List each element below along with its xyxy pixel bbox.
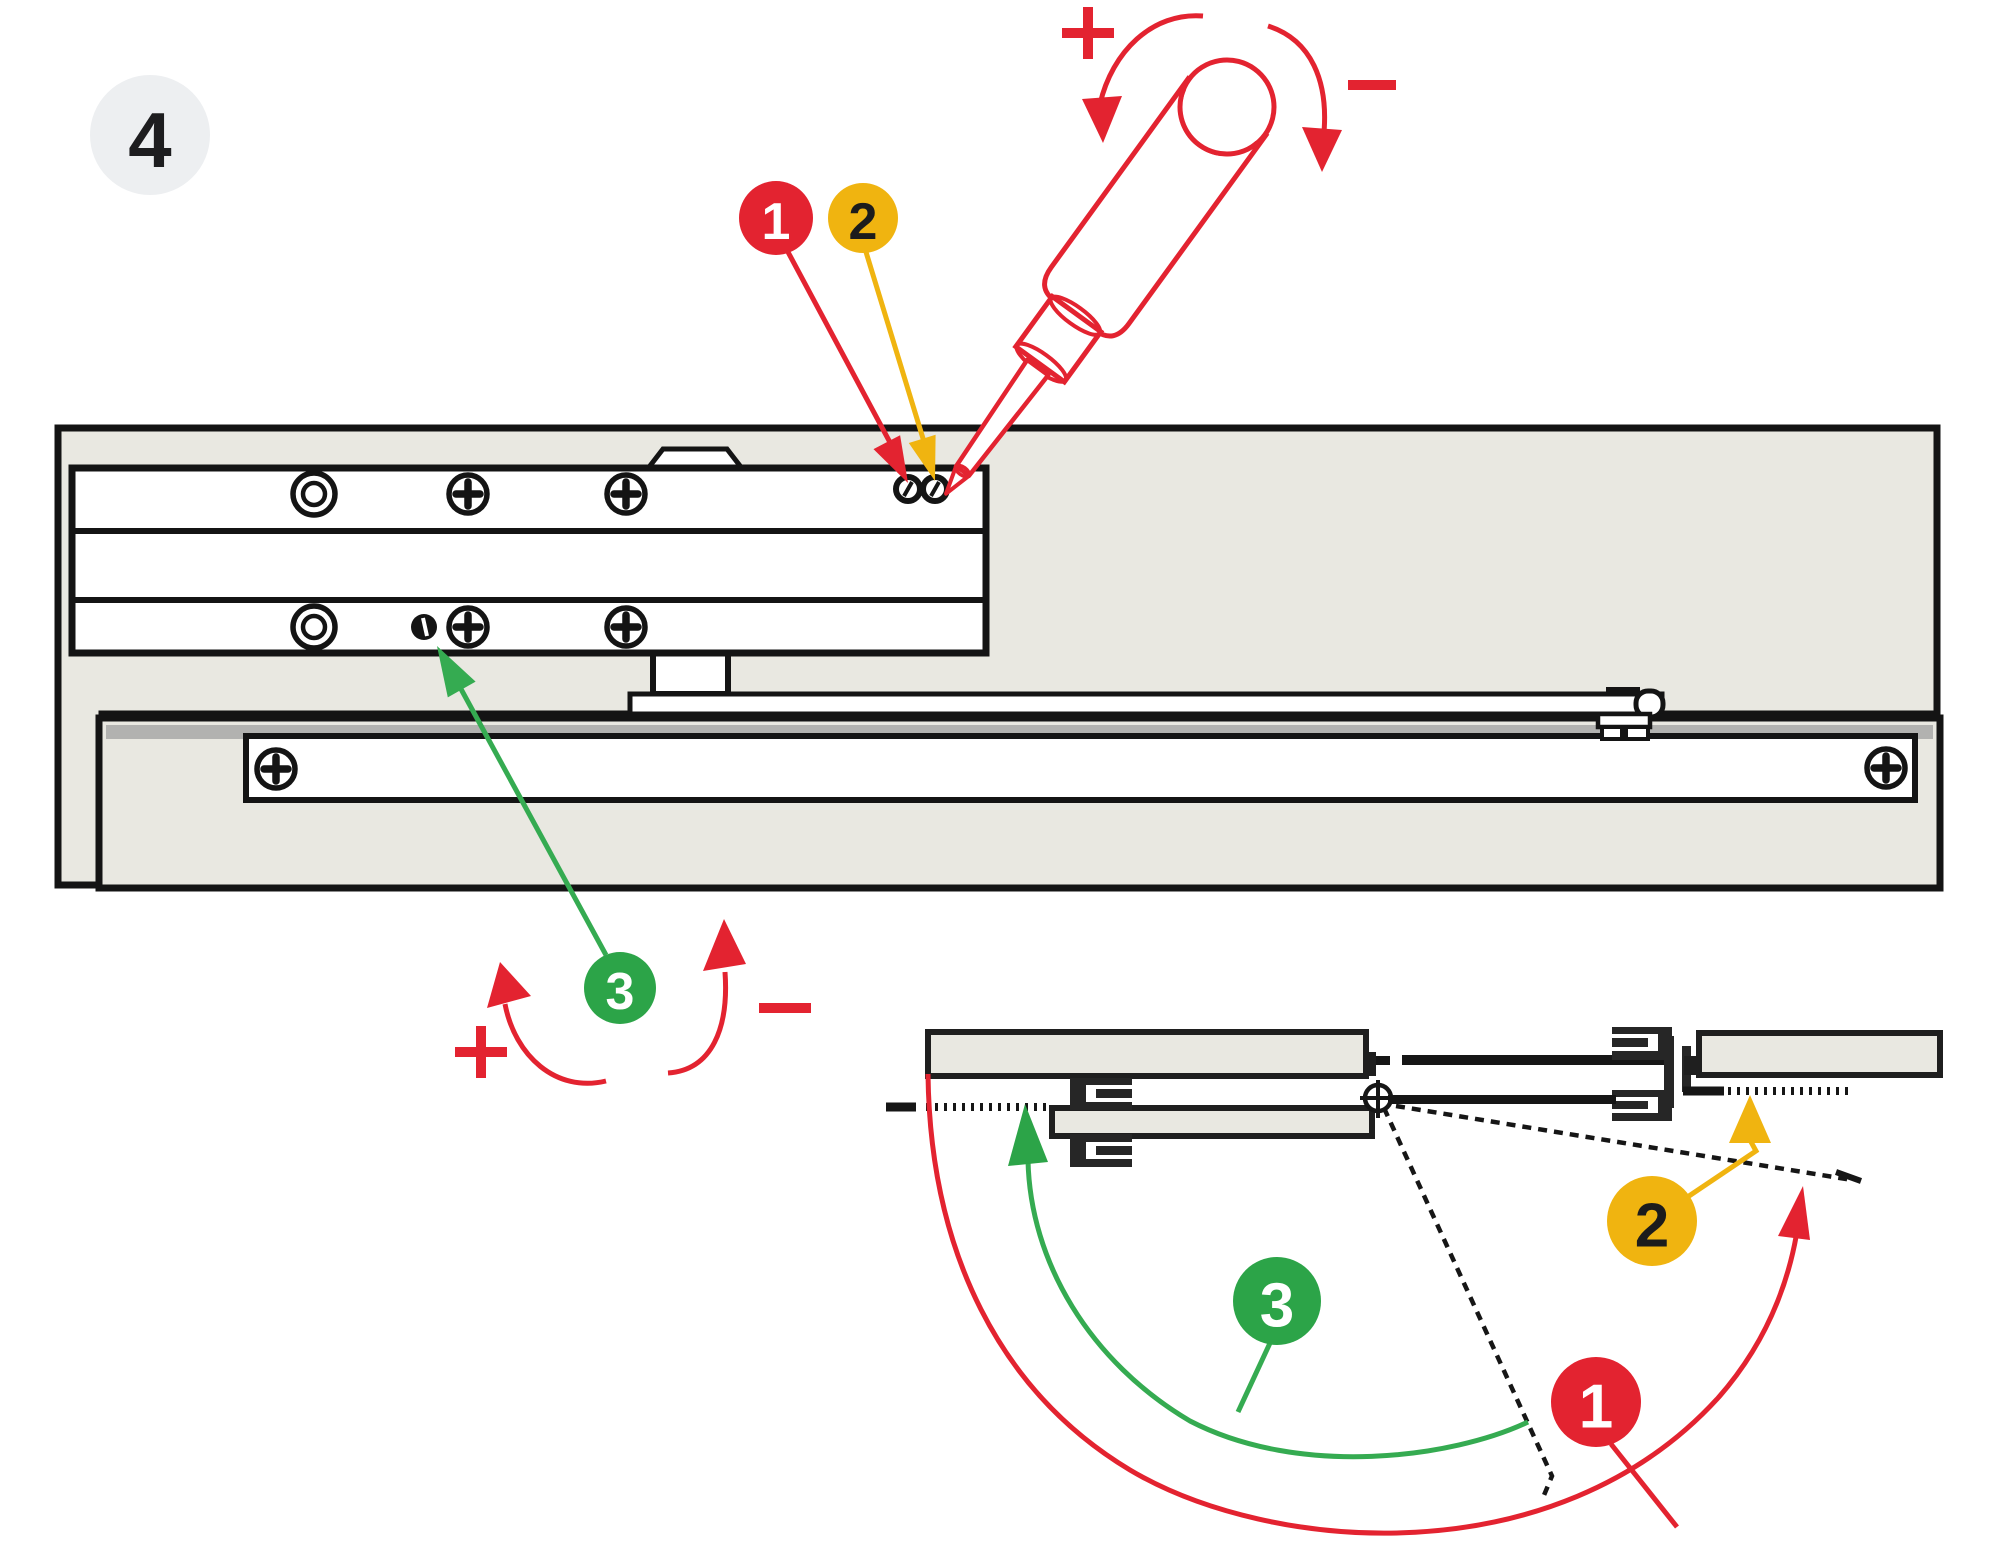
callout-2-plan-leader [1687, 1138, 1760, 1199]
plan-door-closed-line [1388, 1095, 1616, 1104]
phillips-screw [607, 475, 645, 513]
closing-sweep-arc-red [925, 1073, 1804, 1536]
rotation-arc-ccw [1097, 13, 1204, 105]
callout-3-plan-leader [1235, 1341, 1273, 1414]
rotation-arrowhead-cw [1302, 127, 1342, 172]
adjust-arc-cw [667, 971, 729, 1076]
callout-1-plan-leader [1609, 1442, 1679, 1529]
callout-1-circle [739, 181, 813, 255]
side-view-diagram [54, 424, 1944, 892]
red-arc-arrowhead [1778, 1186, 1810, 1240]
plan-closer-clamp [1070, 1078, 1132, 1167]
callout-3-top: 3 [437, 646, 811, 1086]
plan-track-tick [1376, 1056, 1390, 1065]
step-number: 4 [128, 96, 171, 184]
callout-3-arrowhead [437, 646, 476, 698]
adjust-arrowhead-cw [703, 919, 746, 971]
callout-1-plan-label: 1 [1579, 1373, 1613, 1442]
minus-icon [1348, 80, 1396, 90]
phillips-screw [607, 608, 645, 646]
callout-3-leader [452, 676, 609, 957]
plus-icon [455, 1026, 507, 1078]
closer-body [68, 464, 990, 657]
rotation-arrowhead-ccw [1082, 96, 1122, 143]
phillips-screw [257, 750, 295, 788]
callout-2-plan-circle [1607, 1176, 1697, 1266]
phillips-screw [449, 608, 487, 646]
screwdriver-group [944, 7, 1396, 496]
ring-screw [293, 606, 335, 648]
phillips-screw [449, 475, 487, 513]
callout-2-plan-label: 2 [1635, 1192, 1669, 1261]
screwdriver [944, 57, 1277, 496]
plan-wall-step [1684, 1056, 1700, 1075]
plan-door-bar [1049, 1105, 1375, 1139]
minus-icon [759, 1003, 811, 1013]
rotation-arc-cw [1267, 23, 1328, 133]
callout-2-plan: 2 [1607, 1095, 1771, 1266]
ring-screw [293, 473, 335, 515]
valve-screw-1 [896, 477, 920, 501]
arm-shoe-foot [1600, 725, 1624, 741]
callout-1-arrowhead [873, 435, 908, 483]
callout-1-plan: 1 [1551, 1357, 1679, 1529]
closing-sweep-arc-green [1025, 1159, 1530, 1460]
callout-2-leader [863, 251, 928, 446]
plan-frame-step [1364, 1052, 1376, 1076]
plan-view-diagram: 3 1 2 [886, 1027, 1943, 1536]
arm-shoe-foot [1624, 725, 1650, 741]
plan-track [1402, 1055, 1668, 1065]
callout-1-label: 1 [762, 193, 791, 251]
callout-2-circle [828, 183, 898, 253]
valve-screw-3 [411, 614, 437, 640]
adjust-arc-ccw [502, 1003, 607, 1086]
callout-2-top: 2 [828, 183, 936, 481]
callout-3-plan-circle [1233, 1257, 1321, 1345]
step-badge: 4 [90, 75, 210, 195]
pinion-block [650, 650, 731, 697]
callout-1-leader [785, 250, 896, 450]
arm-end-cap [1606, 687, 1640, 696]
callout-3-plan-label: 3 [1260, 1272, 1294, 1341]
callout-1-plan-circle [1551, 1357, 1641, 1447]
callout-1-top: 1 [739, 181, 908, 483]
callout-2-arrowhead [908, 434, 936, 481]
plan-keeper-clamp [1612, 1027, 1691, 1121]
callout-2-label: 2 [849, 193, 878, 251]
slide-channel-plate [243, 733, 1918, 803]
adjust-arrowhead-ccw [487, 962, 531, 1008]
callout-3-circle [584, 952, 656, 1024]
door-latch-angle-line [1395, 1103, 1853, 1183]
plan-frame-bar [925, 1029, 1369, 1079]
latch-line-end-tick [1834, 1169, 1863, 1184]
plan-wall-bar [1696, 1030, 1943, 1078]
green-arc-arrowhead [1008, 1104, 1048, 1166]
plus-icon [1062, 7, 1114, 59]
step-badge-circle [90, 75, 210, 195]
closer-arm [627, 691, 1665, 717]
phillips-screw [1867, 749, 1905, 787]
callout-2-plan-arrowhead [1729, 1095, 1771, 1143]
door-open-wide-line [1381, 1107, 1555, 1501]
callout-3-plan: 3 [1233, 1257, 1321, 1414]
callout-3-label: 3 [606, 963, 635, 1021]
